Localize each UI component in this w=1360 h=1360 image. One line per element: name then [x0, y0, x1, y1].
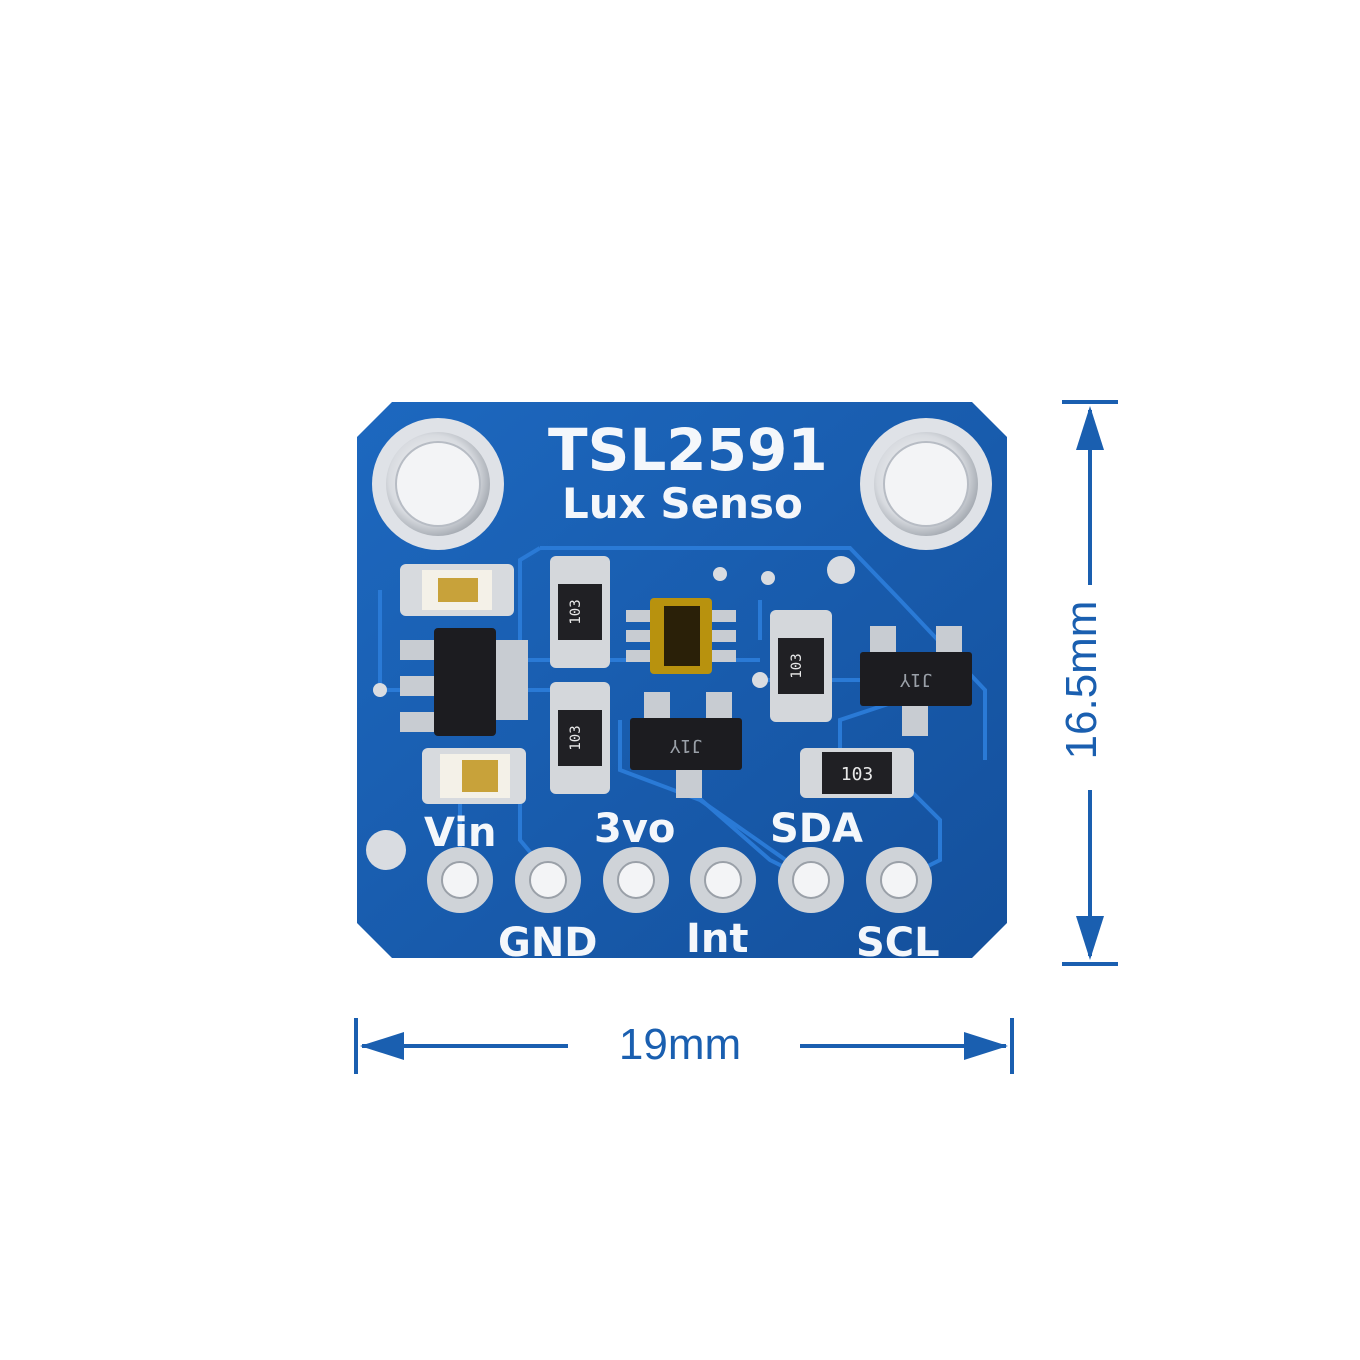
header-pad-gnd	[515, 847, 581, 913]
capacitor-top	[400, 564, 514, 616]
transistor-right-code: J1Y	[900, 669, 933, 690]
capacitor-bottom	[422, 748, 526, 804]
board-title: TSL2591	[548, 416, 828, 484]
mounting-hole-right	[860, 418, 992, 550]
vias	[366, 556, 855, 870]
header-pad-scl	[866, 847, 932, 913]
transistor-right: J1Y	[860, 626, 972, 736]
transistor-left-code: J1Y	[670, 735, 703, 756]
header-pad-3vo	[603, 847, 669, 913]
mounting-hole-left	[372, 418, 504, 550]
resistor-r4: 103	[800, 748, 914, 798]
voltage-regulator	[400, 628, 528, 736]
pin-label-scl: SCL	[856, 920, 940, 966]
resistor-r4-code: 103	[841, 764, 874, 785]
pin-label-gnd: GND	[498, 920, 598, 966]
header-pad-vin	[427, 847, 493, 913]
board-subtitle: Lux Senso	[562, 479, 803, 528]
pin-label-3vo: 3vo	[594, 806, 675, 852]
resistor-r1-code: 103	[568, 599, 584, 624]
header-pad-sda	[778, 847, 844, 913]
resistor-r3: 103	[770, 610, 832, 722]
height-dimension-line	[1062, 400, 1118, 966]
resistor-r2-code: 103	[568, 725, 584, 750]
width-dimension-line	[354, 1018, 1014, 1074]
resistor-r1: 103	[550, 556, 610, 668]
pin-label-int: Int	[686, 916, 748, 962]
height-dimension-label: 16.5mm	[1057, 600, 1106, 760]
pin-label-sda: SDA	[770, 806, 863, 852]
header-pad-int	[690, 847, 756, 913]
transistor-left: J1Y	[630, 692, 742, 798]
width-dimension-label: 19mm	[618, 1020, 742, 1069]
resistor-r2: 103	[550, 682, 610, 794]
tsl2591-sensor-chip	[626, 598, 736, 674]
resistor-r3-code: 103	[789, 653, 805, 678]
header-pads	[427, 847, 932, 913]
